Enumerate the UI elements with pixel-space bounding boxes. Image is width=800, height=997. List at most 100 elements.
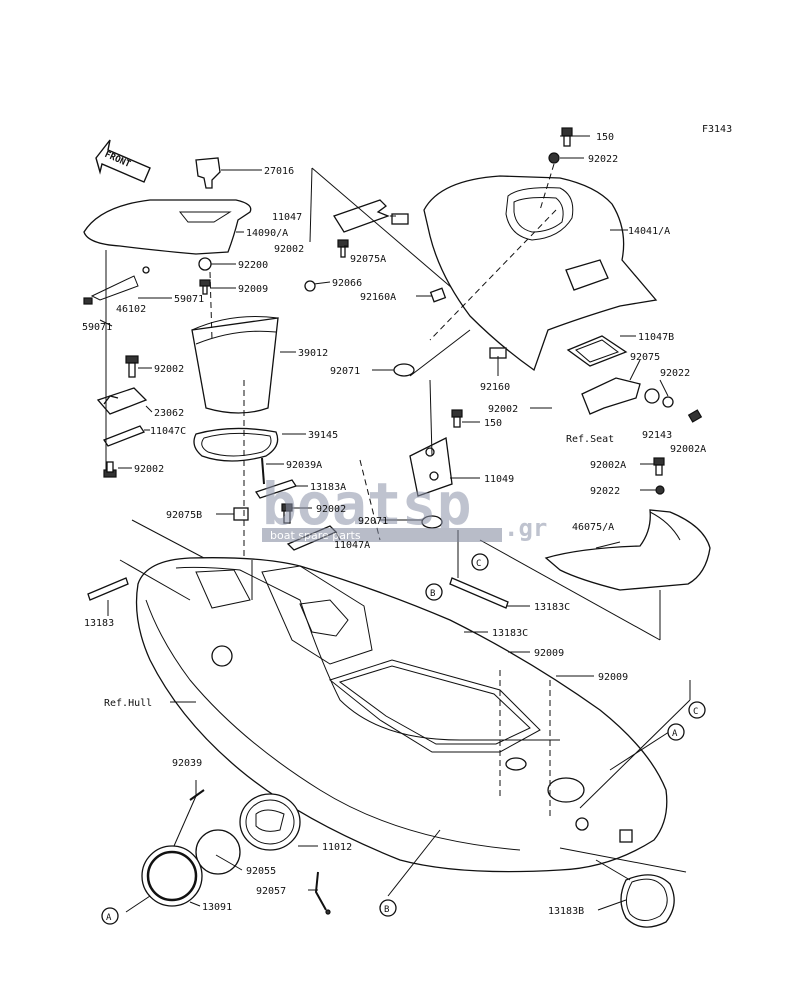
part-label-39012: 39012 xyxy=(298,348,328,359)
washer-92022-top xyxy=(548,152,560,164)
part-label-92009-mid: 92009 xyxy=(534,648,564,659)
part-label-13183: 13183 xyxy=(84,618,114,629)
part-label-92009-right: 92009 xyxy=(598,672,628,683)
pad-92075A xyxy=(391,213,409,225)
part-label-46075A: 46075/A xyxy=(572,522,614,533)
strap-92057 xyxy=(314,871,331,915)
part-label-92160: 92160 xyxy=(480,382,510,393)
cylinder-92075B xyxy=(233,507,249,521)
clamp-13183B xyxy=(620,874,675,928)
cap-92066 xyxy=(304,280,316,292)
part-label-92022-grab: 92022 xyxy=(590,486,620,497)
part-label-14041A: 14041/A xyxy=(628,226,670,237)
part-label-13183C-upper: 13183C xyxy=(534,602,570,613)
seat-cap-27016 xyxy=(195,157,221,189)
part-label-92075B: 92075B xyxy=(166,510,202,521)
bracket-11047B xyxy=(566,335,628,367)
bolt-92009 xyxy=(199,279,211,295)
watermark-tld: .gr xyxy=(504,514,547,542)
strip-13183C-upper xyxy=(449,577,509,609)
hatch-cover-11012 xyxy=(239,793,301,851)
bracket-11047 xyxy=(333,199,390,233)
strip-13183 xyxy=(87,577,129,601)
callout-b-mid-label: B xyxy=(430,589,435,599)
part-label-92075: 92075 xyxy=(630,352,660,363)
part-label-92009-upper: 92009 xyxy=(238,284,268,295)
washer-92022-grab xyxy=(655,485,665,495)
grab-handle-46075 xyxy=(544,509,711,591)
part-label-92160A: 92160A xyxy=(360,292,396,303)
part-label-11047B: 11047B xyxy=(638,332,674,343)
spring-46102 xyxy=(90,266,150,301)
bolt-92002-upper-left xyxy=(125,355,139,378)
part-label-92002-mid: 92002 xyxy=(488,404,518,415)
rear-cowl-14041 xyxy=(423,175,658,372)
part-label-11047: 11047 xyxy=(272,212,302,223)
part-label-39145: 39145 xyxy=(308,430,338,441)
part-label-92055: 92055 xyxy=(246,866,276,877)
part-label-92039A: 92039A xyxy=(286,460,322,471)
hull xyxy=(135,557,668,873)
watermark-tagline: boat spare parts xyxy=(270,529,361,542)
part-label-92066: 92066 xyxy=(332,278,362,289)
figure-code: F3143 xyxy=(702,124,732,135)
callout-c-right: C xyxy=(688,701,706,719)
callout-a-right: A xyxy=(667,723,685,741)
washer-92200 xyxy=(198,257,212,271)
leader-lines xyxy=(99,135,691,913)
plate-11047C xyxy=(103,425,145,447)
part-label-92022-right: 92022 xyxy=(660,368,690,379)
callout-c-mid: C xyxy=(471,553,489,571)
callout-b-bottom-label: B xyxy=(384,905,389,915)
part-label-ref-hull: Ref.Hull xyxy=(104,698,152,709)
part-label-13183C-lower: 13183C xyxy=(492,628,528,639)
gasket-39145 xyxy=(193,427,279,462)
part-label-13183A: 13183A xyxy=(310,482,346,493)
part-label-11049: 11049 xyxy=(484,474,514,485)
watermark: boatsp .gr boat spare parts xyxy=(262,470,547,542)
part-labels: 150 92022 27016 11047 14090/A 92002 9207… xyxy=(82,132,706,917)
part-label-92039: 92039 xyxy=(172,758,202,769)
part-label-92002A-right: 92002A xyxy=(670,444,706,455)
pad-92160A xyxy=(429,287,447,303)
part-label-92022-top: 92022 xyxy=(588,154,618,165)
part-label-92057: 92057 xyxy=(256,886,286,897)
part-label-92002-left: 92002 xyxy=(154,364,184,375)
part-label-46102: 46102 xyxy=(116,304,146,315)
part-label-23062: 23062 xyxy=(154,408,184,419)
part-label-59071-right: 59071 xyxy=(174,294,204,305)
part-label-92075A: 92075A xyxy=(350,254,386,265)
part-label-ref-seat: Ref.Seat xyxy=(566,434,614,445)
part-label-11047C: 11047C xyxy=(150,426,186,437)
callout-b-bottom: B xyxy=(379,899,397,917)
hatch-ring-13091 xyxy=(141,845,203,907)
grommet-92071-upper xyxy=(393,363,415,377)
callout-c-right-label: C xyxy=(693,707,698,717)
front-arrow-icon: FRONT xyxy=(95,139,151,183)
stay-92075 xyxy=(581,377,641,415)
bolt-92002A-grab xyxy=(653,457,665,476)
hidden-lines xyxy=(209,209,557,820)
bolt-150-mid xyxy=(451,409,463,428)
part-label-150-mid: 150 xyxy=(484,418,502,429)
part-label-13091: 13091 xyxy=(202,902,232,913)
part-label-150-top: 150 xyxy=(596,132,614,143)
part-label-92071-upper: 92071 xyxy=(330,366,360,377)
part-label-92002-lower-left: 92002 xyxy=(134,464,164,475)
part-label-13183B: 13183B xyxy=(548,906,584,917)
callout-c-mid-label: C xyxy=(476,559,481,569)
part-label-92002A-grab: 92002A xyxy=(590,460,626,471)
part-label-11047A: 11047A xyxy=(334,540,370,551)
spacer-92143 xyxy=(644,388,660,404)
pin-92039 xyxy=(189,789,205,801)
washer-92022-right xyxy=(662,396,674,408)
callout-a-right-label: A xyxy=(672,729,678,739)
part-label-92200: 92200 xyxy=(238,260,268,271)
bracket-11049 xyxy=(409,437,453,497)
part-label-14090A: 14090/A xyxy=(246,228,288,239)
part-label-59071-left: 59071 xyxy=(82,322,112,333)
part-label-92002-lower: 92002 xyxy=(316,504,346,515)
part-label-92002-upper: 92002 xyxy=(274,244,304,255)
bolt-92039A xyxy=(261,457,265,485)
